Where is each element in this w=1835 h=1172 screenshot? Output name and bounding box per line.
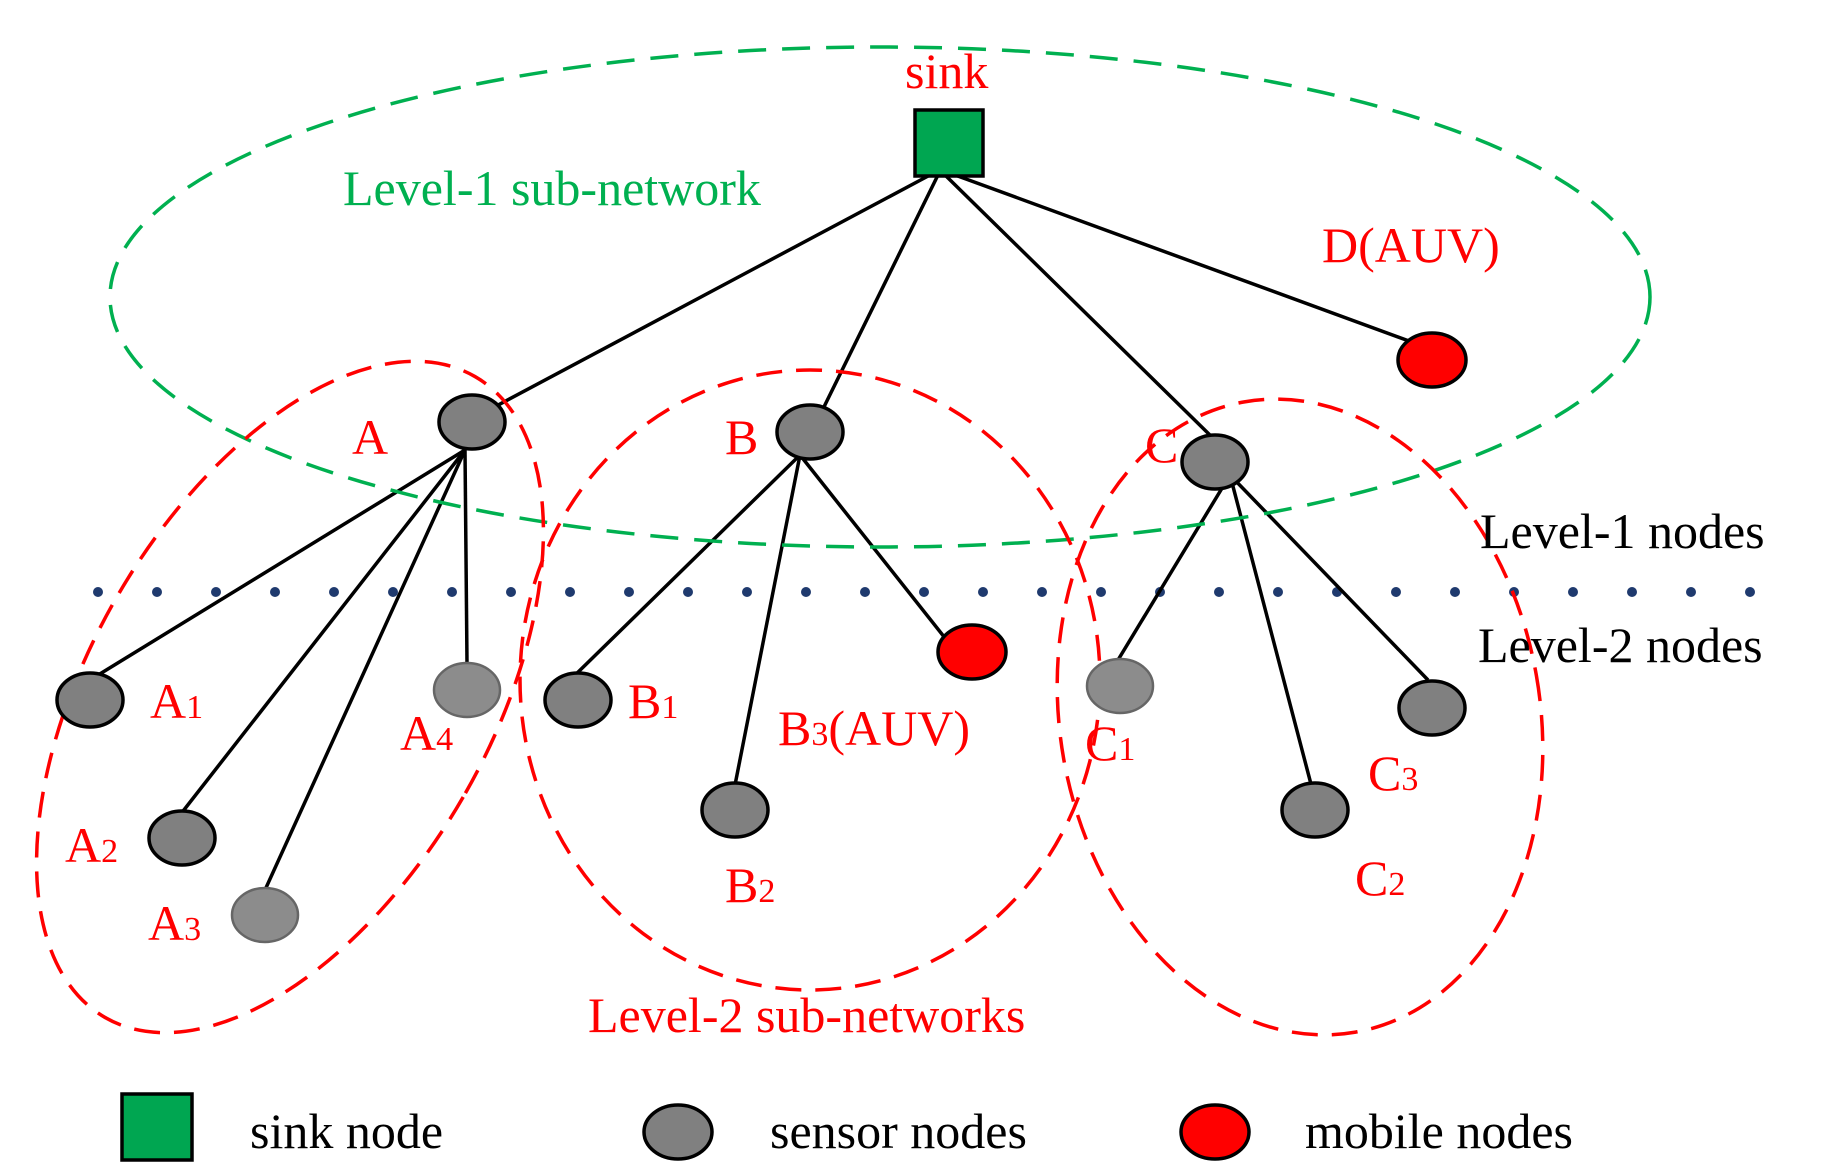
mobile-node-b3	[936, 623, 1008, 681]
edge-b-b2	[733, 454, 802, 786]
edge-b-b1	[568, 453, 802, 682]
divider-dot	[152, 587, 162, 597]
edge-a-a3	[263, 449, 467, 891]
divider-dot	[270, 587, 280, 597]
divider-dot	[388, 587, 398, 597]
sensor-node-c3	[1397, 679, 1467, 737]
sensor-node-c	[1180, 433, 1250, 491]
edge-c-c1	[1116, 474, 1232, 661]
legend: sink node sensor nodes mobile nodes	[120, 1092, 1573, 1162]
label-d: D(AUV)	[1322, 217, 1500, 273]
edges	[89, 173, 1430, 891]
legend-mobile-label: mobile nodes	[1305, 1103, 1573, 1159]
label-level2-nodes: Level-2 nodes	[1478, 617, 1763, 673]
divider-dot	[1450, 587, 1460, 597]
divider-dot	[1745, 587, 1755, 597]
divider-dot	[506, 587, 516, 597]
divider-dot	[1391, 587, 1401, 597]
edge-c-c2	[1228, 474, 1314, 789]
label-b2: B2	[725, 857, 775, 913]
level1-subnetwork-region	[108, 45, 1652, 549]
divider-dot	[1214, 587, 1224, 597]
label-c1: C1	[1085, 715, 1135, 771]
label-b3: B3(AUV)	[778, 700, 970, 756]
divider-dot	[329, 587, 339, 597]
sensor-node-c1	[1085, 657, 1155, 715]
label-c2: C2	[1355, 850, 1405, 906]
legend-sink-icon	[120, 1092, 194, 1162]
divider-dot	[860, 587, 870, 597]
divider-dot	[211, 587, 221, 597]
label-c3: C3	[1368, 745, 1418, 801]
divider-dot	[801, 587, 811, 597]
label-b: B	[725, 409, 758, 465]
divider-dot	[93, 587, 103, 597]
label-level1-subnetwork: Level-1 sub-network	[343, 160, 761, 216]
sensor-node-a4	[432, 661, 502, 719]
divider-dot	[1627, 587, 1637, 597]
sensor-node-a3	[230, 886, 300, 944]
label-sink: sink	[905, 43, 988, 99]
divider-dot	[624, 587, 634, 597]
mobile-node-d	[1396, 331, 1468, 389]
sensor-node-b	[775, 403, 845, 461]
label-a4: A4	[400, 705, 453, 761]
divider-dot	[683, 587, 693, 597]
edge-a-a2	[178, 448, 467, 817]
label-c: C	[1145, 417, 1178, 473]
divider-dot	[978, 587, 988, 597]
label-a2: A2	[65, 817, 118, 873]
sensor-node-b1	[543, 671, 613, 729]
legend-sensor-icon	[642, 1103, 714, 1161]
divider-dot	[1686, 587, 1696, 597]
level2-subnetwork-region-c	[1055, 397, 1545, 1037]
divider-dot	[1096, 587, 1106, 597]
label-a: A	[352, 409, 388, 465]
sensor-node-b2	[700, 781, 770, 839]
edge-a-a1	[89, 448, 466, 682]
divider-dot	[1273, 587, 1283, 597]
level-divider-dotted-line	[93, 587, 1755, 597]
legend-mobile-icon	[1179, 1103, 1251, 1161]
divider-dot	[742, 587, 752, 597]
divider-dot	[447, 587, 457, 597]
divider-dot	[919, 587, 929, 597]
label-level2-subnetworks: Level-2 sub-networks	[588, 987, 1025, 1043]
edge-sink-c	[943, 173, 1217, 442]
label-a3: A3	[148, 895, 201, 951]
edge-a-a4	[463, 449, 469, 664]
legend-sensor-label: sensor nodes	[770, 1103, 1027, 1159]
label-a1: A1	[150, 673, 203, 729]
label-b1: B1	[628, 673, 678, 729]
sensor-node-a	[437, 393, 507, 451]
edge-sink-a	[469, 173, 931, 422]
level2-subnetwork-region-b	[518, 368, 1102, 992]
edge-sink-b	[818, 174, 940, 416]
edge-c-c3	[1228, 473, 1430, 682]
divider-dot	[1037, 587, 1047, 597]
sensor-node-c2	[1280, 781, 1350, 839]
sensor-node-a2	[147, 809, 217, 867]
sink-node	[913, 108, 985, 178]
divider-dot	[565, 587, 575, 597]
divider-dot	[1568, 587, 1578, 597]
label-level1-nodes: Level-1 nodes	[1480, 503, 1765, 559]
legend-sink-label: sink node	[250, 1103, 443, 1159]
edge-sink-d	[954, 173, 1421, 347]
level2-subnetwork-region-a	[34, 359, 546, 1035]
sensor-node-a1	[55, 671, 125, 729]
